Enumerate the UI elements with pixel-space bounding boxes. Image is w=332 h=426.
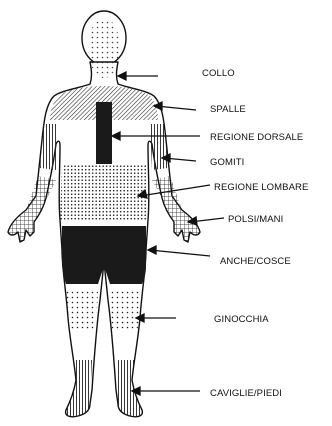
label-caviglie-piedi: CAVIGLIE/PIEDI <box>210 388 282 399</box>
region-regione-lombare <box>60 164 148 220</box>
region-ginocchia-left <box>66 290 98 330</box>
arrow-collo-head <box>118 72 126 80</box>
region-caviglie-piedi-left <box>66 360 92 417</box>
label-ginocchia: GINOCCHIA <box>214 314 269 325</box>
region-polsi-mani-right <box>152 176 200 242</box>
arrow-anche-cosce-head <box>148 246 156 254</box>
label-regione-dorsale: REGIONE DORSALE <box>210 132 303 143</box>
region-labels: COLLO SPALLE REGIONE DORSALE GOMITI REGI… <box>202 68 308 399</box>
arrow-anche-cosce <box>150 250 210 256</box>
region-polsi-mani-left <box>8 176 56 242</box>
region-anche-cosce <box>62 226 146 284</box>
label-polsi-mani: POLSI/MANI <box>228 214 283 225</box>
region-collo <box>88 18 120 78</box>
label-collo: COLLO <box>202 68 235 79</box>
label-gomiti: GOMITI <box>210 157 244 168</box>
region-ginocchia-right <box>110 290 142 330</box>
label-regione-lombare: REGIONE LOMBARE <box>214 182 308 193</box>
label-spalle: SPALLE <box>210 104 246 115</box>
region-regione-dorsale <box>96 102 112 164</box>
label-anche-cosce: ANCHE/COSCE <box>220 256 291 267</box>
